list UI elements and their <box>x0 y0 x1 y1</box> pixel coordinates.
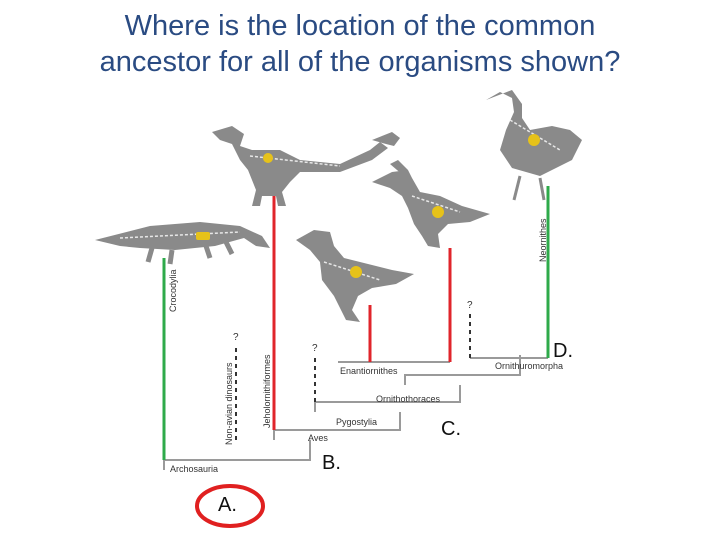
label-pygostylia: Pygostylia <box>336 417 377 427</box>
answer-a-label[interactable]: A. <box>218 494 237 516</box>
title-line-2: ancestor for all of the organisms shown? <box>99 46 621 78</box>
green-lineages <box>162 186 550 460</box>
question-mark-2: ? <box>312 343 318 354</box>
aves-branch <box>273 412 401 440</box>
label-ornithothoraces: Ornithothoraces <box>376 394 441 404</box>
title-line-1: Where is the location of the common <box>124 10 596 42</box>
label-ornithuromorpha: Ornithuromorpha <box>495 361 563 371</box>
dinosaur-illustration <box>212 126 400 206</box>
label-neornithes: Neornithes <box>538 218 548 262</box>
ornithothoraces-branch <box>404 355 521 385</box>
red-lineages <box>272 195 452 430</box>
label-crocodylia: Crocodylia <box>168 269 178 312</box>
tree-branches <box>163 355 548 470</box>
label-archosauria: Archosauria <box>170 464 218 474</box>
clade-labels: Archosauria Aves Pygostylia Ornithothora… <box>168 218 563 474</box>
label-aves: Aves <box>308 433 328 443</box>
question-mark-3: ? <box>467 300 473 311</box>
pygostylia-branch <box>314 385 461 412</box>
label-jeholornithiformes: Jeholornithiformes <box>262 354 272 428</box>
slide-title: Where is the location of the common ance… <box>0 8 720 80</box>
answer-d-label[interactable]: D. <box>553 340 573 362</box>
answer-b-label[interactable]: B. <box>322 452 341 474</box>
answer-c-label[interactable]: C. <box>441 418 461 440</box>
archosauria-branch <box>163 440 311 470</box>
question-mark-1: ? <box>233 332 239 343</box>
enantiornithine-illustration <box>372 160 490 248</box>
crocodile-illustration <box>95 222 270 265</box>
chicken-illustration <box>486 90 582 201</box>
jeholornis-illustration <box>296 230 414 322</box>
label-enantiornithes: Enantiornithes <box>340 366 398 376</box>
label-non-avian: Non-avian dinosaurs <box>224 362 234 445</box>
answer-a-highlight-circle <box>195 484 265 528</box>
